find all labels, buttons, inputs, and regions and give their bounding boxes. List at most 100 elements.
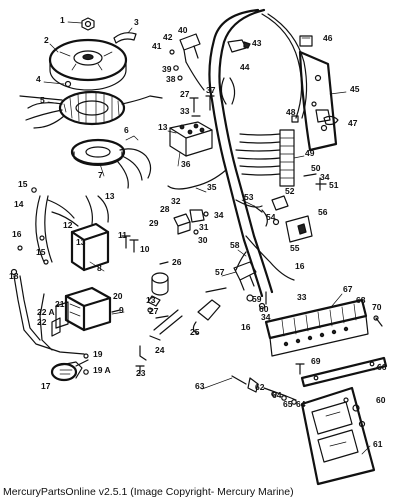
callout-c63: 63 [195, 381, 205, 391]
harness-clip-part [299, 35, 313, 47]
callout-c51: 51 [329, 180, 339, 190]
relay-part [173, 209, 209, 235]
callout-c39: 39 [162, 64, 172, 74]
callout-c11: 11 [118, 230, 127, 240]
callout-c26: 26 [172, 257, 182, 267]
fastener-19-part [83, 353, 89, 375]
callout-c20: 20 [113, 291, 123, 301]
callout-c21: 21 [55, 299, 65, 309]
callout-c31: 31 [199, 222, 209, 232]
callout-c67: 67 [343, 284, 353, 294]
callout-c9: 9 [119, 305, 124, 315]
callout-c19: 19 [93, 349, 103, 359]
callout-c13b: 13 [158, 122, 168, 132]
callout-c35: 35 [207, 182, 217, 192]
callout-c15b: 15 [36, 247, 46, 257]
connector-assembly-part [169, 33, 251, 105]
ignition-coil-part [31, 187, 110, 272]
trigger-coil-part [70, 135, 152, 189]
callout-c68: 68 [356, 295, 366, 305]
callout-c49: 49 [305, 148, 315, 158]
callout-c2: 2 [44, 35, 49, 45]
callout-c18: 18 [9, 271, 19, 281]
callout-c56: 56 [318, 207, 328, 217]
callout-c59: 59 [252, 294, 262, 304]
flywheel-part [48, 38, 128, 91]
mounting-bracket-part [298, 50, 338, 152]
wire-clamp-part [149, 287, 227, 341]
callout-c22: 22 [37, 317, 47, 327]
spark-plug-lead-part [231, 375, 297, 405]
callout-c23: 23 [136, 368, 146, 378]
cover-plate-part [300, 386, 376, 486]
bracket-clip-part [291, 115, 339, 126]
leader-lines [47, 43, 381, 455]
callout-c37: 37 [206, 85, 216, 95]
callout-c70: 70 [372, 302, 382, 312]
callout-c47: 47 [348, 118, 358, 128]
callout-c55: 55 [290, 243, 300, 253]
callout-c53: 53 [244, 192, 254, 202]
sensor-part [233, 251, 267, 310]
callout-c42: 42 [163, 32, 173, 42]
regulator-part [253, 173, 327, 243]
callout-c50: 50 [311, 163, 321, 173]
callout-c66: 66 [377, 362, 387, 372]
callout-c36: 36 [181, 159, 191, 169]
callout-c12: 12 [63, 220, 73, 230]
callout-c34c: 34 [261, 312, 271, 322]
callout-c64b: 64 [296, 399, 306, 409]
callout-c33b: 33 [297, 292, 307, 302]
callout-c34a: 34 [214, 210, 224, 220]
callout-c46: 46 [323, 33, 333, 43]
callout-c8: 8 [97, 263, 102, 273]
callout-c65: 65 [283, 399, 293, 409]
callout-c34b: 34 [320, 172, 330, 182]
rail-screw-part [295, 315, 383, 375]
callout-c16b: 16 [241, 322, 251, 332]
callout-c25: 25 [190, 327, 200, 337]
callout-c13a: 13 [105, 191, 115, 201]
callout-c29: 29 [149, 218, 159, 228]
capacitor-part [151, 261, 169, 296]
callout-c28: 28 [160, 204, 170, 214]
callout-c13d: 13 [146, 295, 156, 305]
callout-c33a: 33 [180, 106, 190, 116]
callout-c40: 40 [178, 25, 188, 35]
callout-c6: 6 [124, 125, 129, 135]
callout-c15a: 15 [18, 179, 28, 189]
solenoid-part [50, 359, 89, 382]
copyright-caption: MercuryPartsOnline v2.5.1 (Image Copyrig… [3, 486, 294, 498]
callout-c57: 57 [215, 267, 225, 277]
callout-c58: 58 [230, 240, 240, 250]
callout-c27a: 27 [180, 89, 190, 99]
flywheel-key-part [113, 27, 137, 44]
callout-c4: 4 [36, 74, 41, 84]
small-hardware-part [121, 235, 169, 375]
callout-c60: 60 [259, 304, 269, 314]
rectifier-part [167, 121, 213, 157]
callout-c60b: 60 [376, 395, 386, 405]
callout-c62: 62 [255, 382, 265, 392]
callout-c17: 17 [41, 381, 51, 391]
lead-wire-part [10, 245, 85, 355]
callout-c22a: 22 A [37, 307, 55, 317]
callout-c61: 61 [373, 439, 383, 449]
stator-part [19, 80, 163, 129]
callout-c44: 44 [240, 62, 250, 72]
callout-c7: 7 [98, 170, 103, 180]
callout-c30: 30 [198, 235, 208, 245]
callout-c10: 10 [140, 244, 150, 254]
callout-c27b: 27 [149, 306, 159, 316]
callout-c48: 48 [286, 107, 296, 117]
callout-c5: 5 [40, 95, 45, 105]
callout-c16a: 16 [12, 229, 22, 239]
switch-box-part [64, 286, 121, 332]
terminal-strip-part [264, 298, 369, 357]
wiring-harness-part [167, 8, 308, 298]
callout-c64a: 64 [272, 390, 282, 400]
callout-c24: 24 [155, 345, 165, 355]
callout-c1: 1 [60, 15, 65, 25]
